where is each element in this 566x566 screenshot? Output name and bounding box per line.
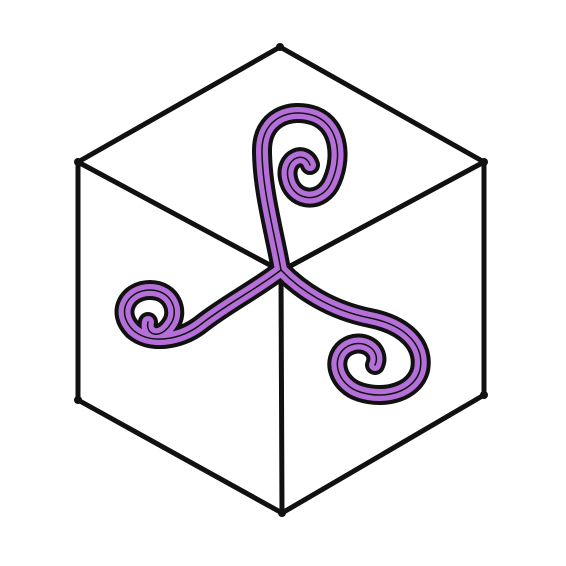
triskelion-fill <box>118 107 427 401</box>
cube-outline <box>74 43 488 517</box>
cube-front-vertical-edge <box>278 268 285 516</box>
cube-vertex-dots <box>74 43 488 517</box>
triskelion-inner-line <box>123 112 422 396</box>
triskelion-spiral <box>114 103 431 405</box>
